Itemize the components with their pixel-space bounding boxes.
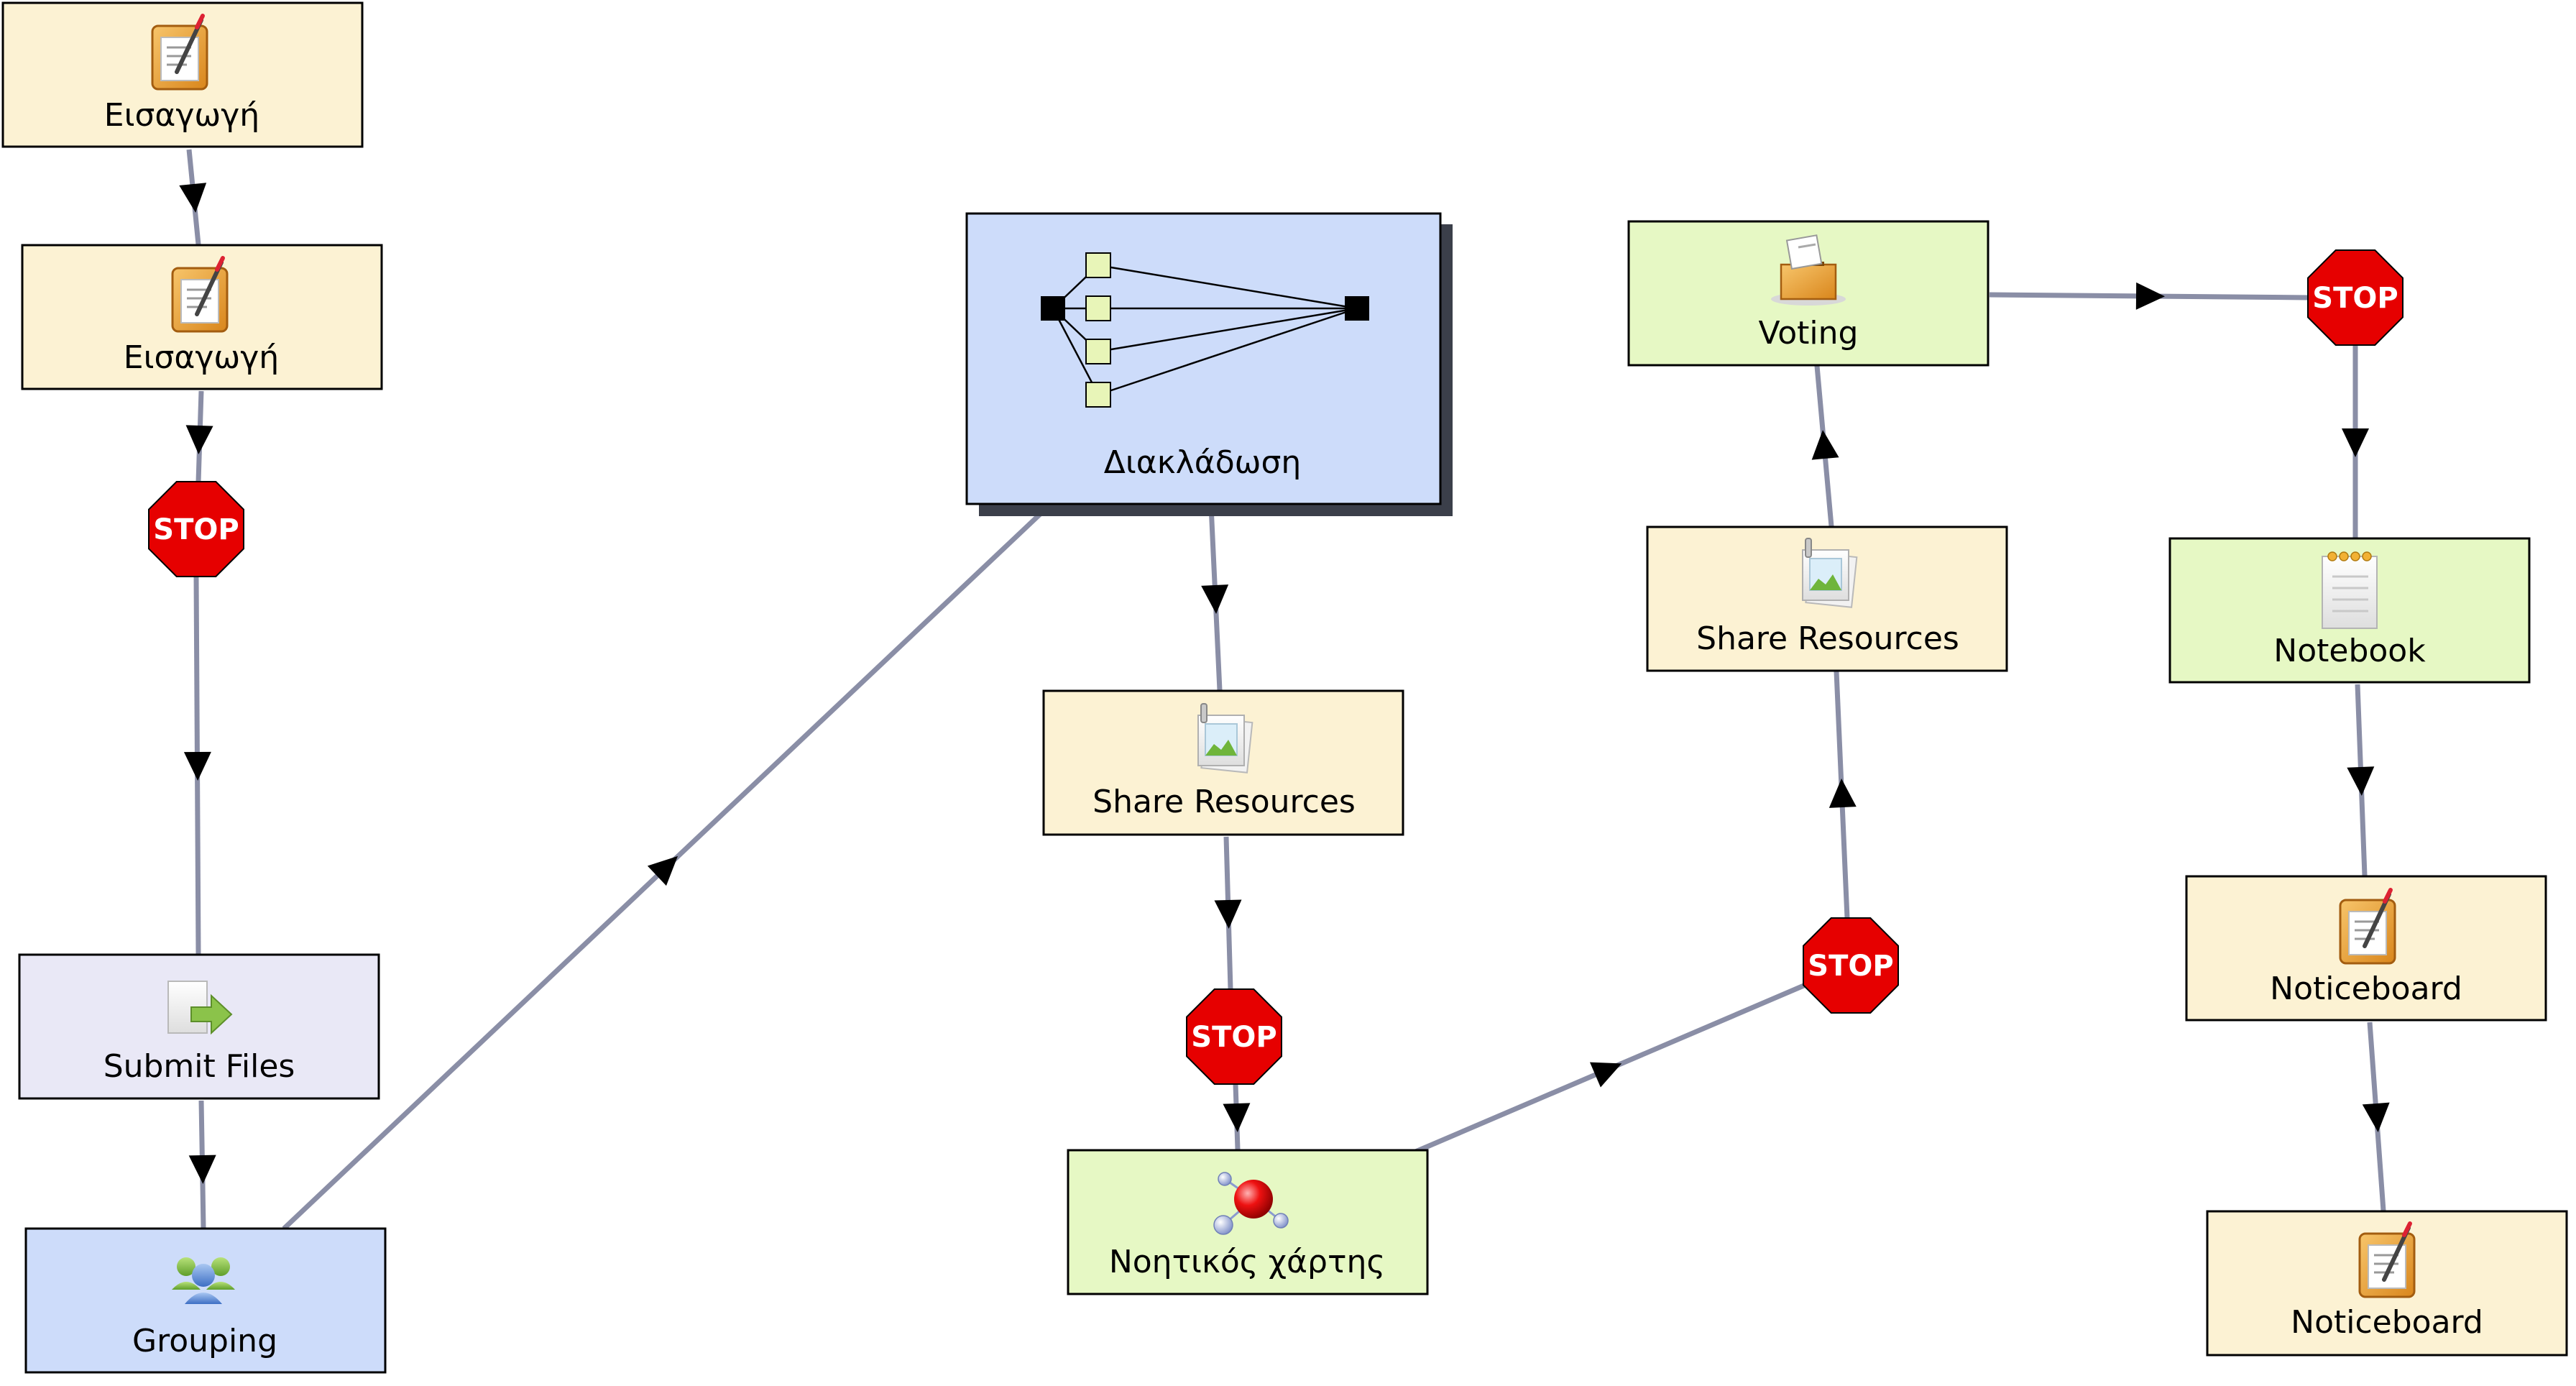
- stop-sign-1[interactable]: STOP: [148, 481, 244, 577]
- node-box: [1067, 1149, 1429, 1295]
- node-label: Notebook: [2273, 633, 2426, 669]
- transition-n5-n6[interactable]: [1201, 505, 1230, 691]
- transition-n11-n12[interactable]: [2362, 1022, 2392, 1211]
- arrowhead-icon: [2135, 282, 2165, 310]
- activity-node-intro-2[interactable]: Εισαγωγή: [21, 244, 383, 390]
- activity-node-voting[interactable]: Voting: [1627, 220, 1990, 367]
- transition-n3-n4[interactable]: [188, 1100, 217, 1229]
- stop-label: STOP: [2312, 282, 2398, 315]
- transition-n10-n11[interactable]: [2347, 684, 2375, 876]
- activity-node-share-resources-1[interactable]: Share Resources: [1042, 689, 1404, 836]
- arrowhead-icon: [1811, 430, 1839, 460]
- transition-n9-s4[interactable]: [1989, 282, 2309, 310]
- activity-node-branching[interactable]: Διακλάδωση: [965, 212, 1453, 516]
- activity-node-notebook[interactable]: Notebook: [2168, 537, 2531, 684]
- transition-n7-s3[interactable]: [1407, 982, 1807, 1157]
- transition-s1-n3[interactable]: [183, 576, 211, 955]
- node-label: Noticeboard: [2270, 970, 2462, 1007]
- node-label: Share Resources: [1092, 784, 1356, 820]
- stop-sign-2[interactable]: STOP: [1186, 988, 1282, 1085]
- arrowhead-icon: [2362, 1102, 2390, 1132]
- stop-octagon: [2307, 249, 2404, 346]
- node-label: Grouping: [132, 1323, 277, 1359]
- transition-n6-s2[interactable]: [1214, 836, 1242, 990]
- activity-node-noticeboard-2[interactable]: Noticeboard: [2206, 1210, 2568, 1357]
- node-label: Διακλάδωση: [1104, 444, 1302, 481]
- node-label: Voting: [1759, 315, 1859, 352]
- stop-label: STOP: [1191, 1021, 1276, 1054]
- arrowhead-icon: [1223, 1103, 1251, 1132]
- notice-icon: [172, 258, 227, 331]
- notebook-icon: [2321, 551, 2378, 630]
- node-label: Νοητικός χάρτης: [1109, 1244, 1385, 1280]
- transition-n8-n9[interactable]: [1809, 365, 1839, 527]
- activity-node-submit-files[interactable]: Submit Files: [18, 953, 380, 1100]
- arrowhead-icon: [1828, 779, 1857, 808]
- activity-node-intro-1[interactable]: Εισαγωγή: [1, 1, 364, 148]
- arrowhead-icon: [2347, 766, 2375, 796]
- stop-sign-3[interactable]: STOP: [1803, 917, 1899, 1014]
- transition-s4-n10[interactable]: [2342, 345, 2369, 538]
- arrowhead-icon: [1201, 584, 1229, 614]
- stop-label: STOP: [153, 513, 239, 546]
- transition-s2-n7[interactable]: [1223, 1083, 1251, 1150]
- notice-icon: [2340, 890, 2395, 963]
- activity-node-noticeboard-1[interactable]: Noticeboard: [2185, 875, 2547, 1022]
- transition-n4-n5[interactable]: [282, 503, 1052, 1231]
- stop-octagon: [148, 481, 244, 577]
- arrowhead-icon: [2342, 428, 2369, 457]
- transition-n2-s1[interactable]: [185, 390, 213, 482]
- stop-label: STOP: [1808, 950, 1893, 983]
- activity-node-grouping[interactable]: Grouping: [24, 1227, 387, 1374]
- node-label: Εισαγωγή: [104, 97, 259, 134]
- arrowhead-icon: [179, 183, 207, 213]
- stop-octagon: [1803, 917, 1899, 1014]
- node-label: Εισαγωγή: [124, 339, 279, 376]
- arrowhead-icon: [1214, 899, 1242, 929]
- edges-layer: [179, 149, 2392, 1231]
- arrowhead-icon: [188, 1155, 216, 1184]
- node-label: Share Resources: [1696, 620, 1959, 657]
- activity-node-share-resources-2[interactable]: Share Resources: [1646, 526, 2008, 672]
- transition-s3-n8[interactable]: [1828, 671, 1857, 919]
- transition-n1-n2[interactable]: [179, 149, 209, 245]
- notice-icon: [152, 16, 207, 89]
- arrowhead-icon: [185, 425, 213, 454]
- notice-icon: [2360, 1224, 2414, 1297]
- node-label: Submit Files: [104, 1048, 295, 1085]
- node-label: Noticeboard: [2291, 1304, 2483, 1341]
- activity-node-mindmap[interactable]: Νοητικός χάρτης: [1067, 1149, 1429, 1295]
- stop-sign-4[interactable]: STOP: [2307, 249, 2404, 346]
- arrowhead-icon: [183, 751, 211, 781]
- arrowhead-icon: [1589, 1062, 1622, 1088]
- arrowhead-icon: [647, 855, 678, 886]
- stop-octagon: [1186, 988, 1282, 1085]
